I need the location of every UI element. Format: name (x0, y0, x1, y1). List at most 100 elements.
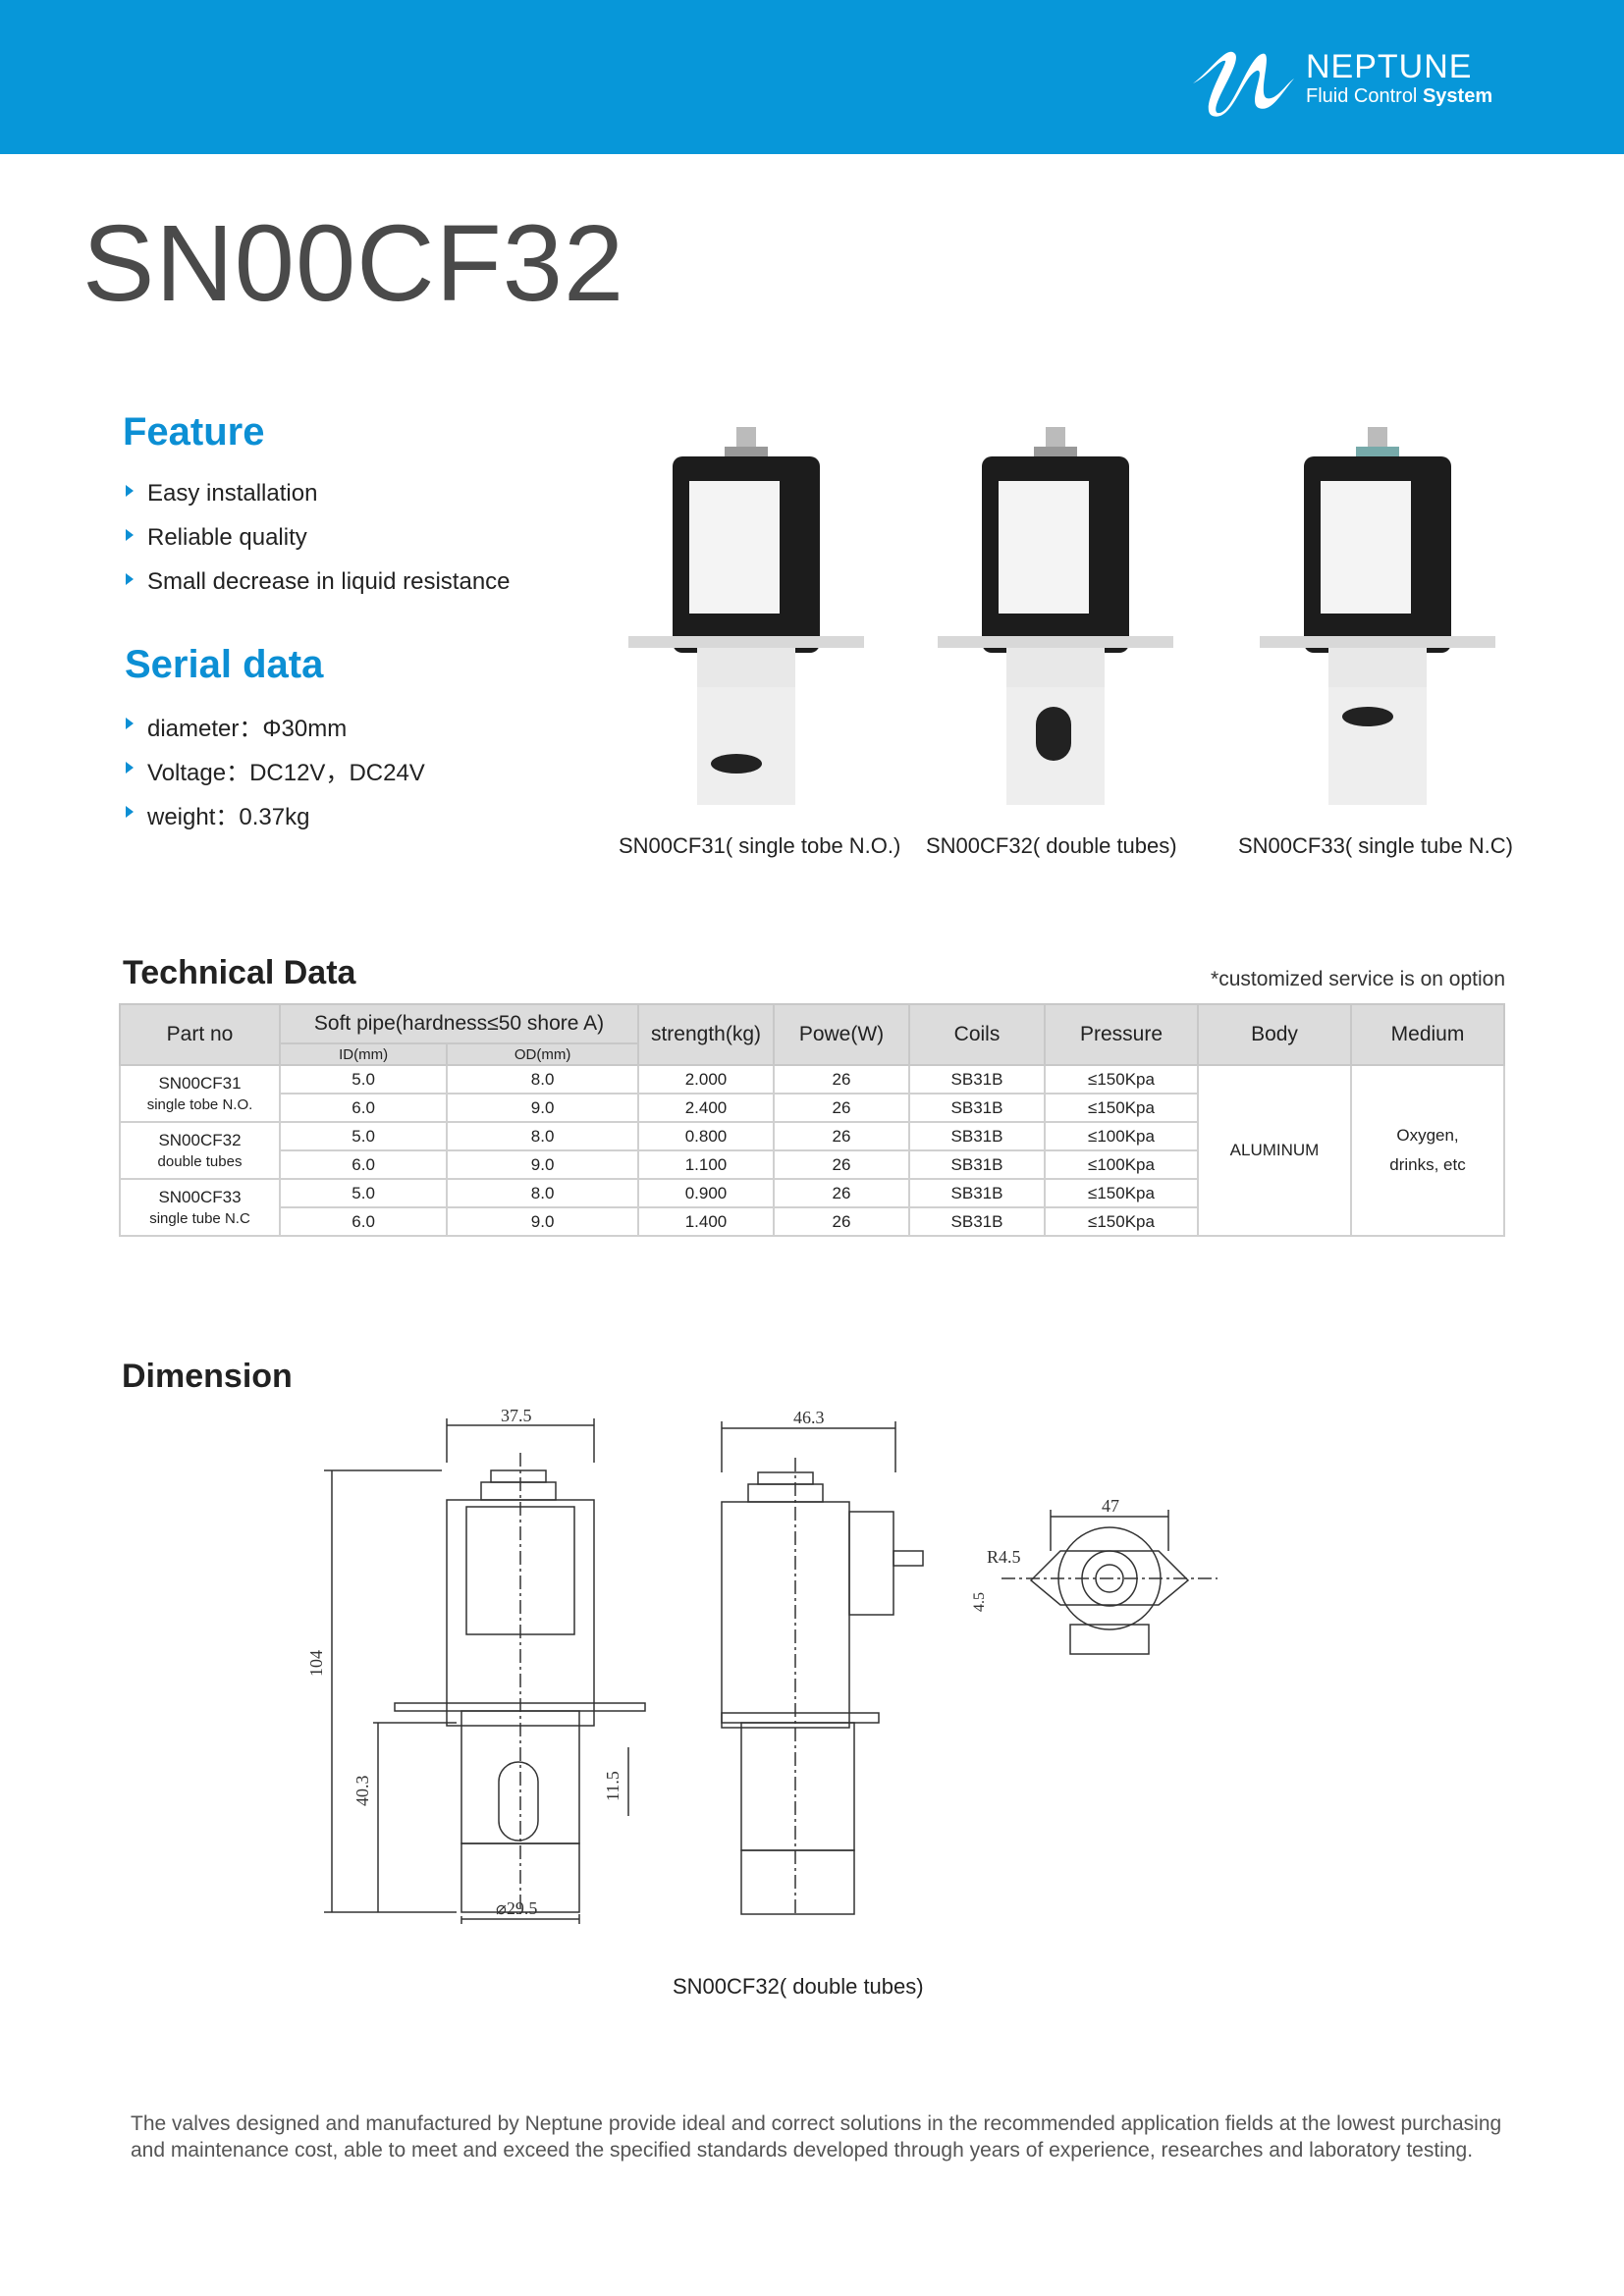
col-od: OD(mm) (446, 1042, 639, 1066)
dim-label: 46.3 (793, 1408, 825, 1427)
coils-cell: SB31B (908, 1178, 1046, 1208)
part-no: SN00CF33 (158, 1187, 242, 1206)
dimension-caption: SN00CF32( double tubes) (673, 1974, 924, 1999)
strength-cell: 2.000 (637, 1064, 775, 1095)
col-strength: strength(kg) (637, 1003, 775, 1066)
coils-cell: SB31B (908, 1206, 1046, 1237)
front-view: 37.5 104 40.3 11.5 ⌀29.5 (306, 1406, 646, 1924)
page-title: SN00CF32 (82, 203, 625, 324)
pressure-cell: ≤150Kpa (1044, 1064, 1199, 1095)
od-cell: 8.0 (446, 1121, 639, 1151)
pressure-cell: ≤100Kpa (1044, 1121, 1199, 1151)
strength-cell: 1.100 (637, 1149, 775, 1180)
strength-cell: 2.400 (637, 1093, 775, 1123)
od-cell: 8.0 (446, 1064, 639, 1095)
strength-cell: 0.900 (637, 1178, 775, 1208)
od-cell: 9.0 (446, 1093, 639, 1123)
dim-label: 47 (1102, 1496, 1119, 1516)
footer-text: The valves designed and manufactured by … (131, 2112, 1502, 2162)
product-caption: SN00CF32( double tubes) (926, 833, 1177, 858)
body-cell: ALUMINUM (1197, 1064, 1352, 1237)
feature-item: Easy installation (126, 471, 511, 515)
dim-label: 37.5 (501, 1406, 532, 1425)
dimension-heading: Dimension (122, 1358, 293, 1395)
product-image-sn00cf33 (1260, 427, 1495, 805)
dim-label: 11.5 (603, 1771, 623, 1801)
brand-tagline: Fluid Control (1306, 85, 1418, 107)
power-cell: 26 (773, 1093, 910, 1123)
serial-list: diameter：Φ30mm Voltage：DC12V，DC24V weigh… (126, 704, 425, 836)
part-no: SN00CF31 (158, 1073, 242, 1093)
part-cell: SN00CF31 single tobe N.O. (119, 1064, 281, 1123)
product-image-sn00cf32 (938, 427, 1173, 805)
serial-item: diameter：Φ30mm (126, 704, 425, 748)
pressure-cell: ≤150Kpa (1044, 1093, 1199, 1123)
id-cell: 5.0 (278, 1121, 449, 1151)
od-cell: 8.0 (446, 1178, 639, 1208)
od-cell: 9.0 (446, 1206, 639, 1237)
strength-cell: 0.800 (637, 1121, 775, 1151)
dim-label: R4.5 (987, 1547, 1021, 1567)
dim-label: 104 (306, 1650, 326, 1677)
col-coils: Coils (908, 1003, 1046, 1066)
brand-tagline-bold: System (1422, 85, 1493, 107)
coils-cell: SB31B (908, 1149, 1046, 1180)
part-cell: SN00CF33 single tube N.C (119, 1178, 281, 1237)
pressure-cell: ≤100Kpa (1044, 1149, 1199, 1180)
medium-line: drinks, etc (1389, 1155, 1466, 1174)
power-cell: 26 (773, 1149, 910, 1180)
od-cell: 9.0 (446, 1149, 639, 1180)
id-cell: 6.0 (278, 1093, 449, 1123)
neptune-wave-icon (1193, 51, 1294, 117)
power-cell: 26 (773, 1178, 910, 1208)
col-pressure: Pressure (1044, 1003, 1199, 1066)
technical-data-table: Part no Soft pipe(hardness≤50 shore A) s… (119, 1003, 1505, 1237)
side-view: 46.3 (721, 1408, 924, 1915)
pressure-cell: ≤150Kpa (1044, 1206, 1199, 1237)
customized-note: *customized service is on option (1211, 968, 1505, 990)
col-part: Part no (119, 1003, 281, 1066)
feature-item: Reliable quality (126, 515, 511, 560)
strength-cell: 1.400 (637, 1206, 775, 1237)
part-desc: single tube N.C (149, 1209, 250, 1227)
feature-heading: Feature (123, 410, 265, 454)
col-medium: Medium (1350, 1003, 1505, 1066)
top-view: 47 R4.5 4.5 (971, 1496, 1218, 1655)
id-cell: 6.0 (278, 1206, 449, 1237)
medium-cell: Oxygen, drinks, etc (1350, 1064, 1505, 1237)
coils-cell: SB31B (908, 1064, 1046, 1095)
power-cell: 26 (773, 1206, 910, 1237)
part-no: SN00CF32 (158, 1130, 242, 1149)
dim-label: 40.3 (352, 1776, 372, 1807)
id-cell: 5.0 (278, 1064, 449, 1095)
pressure-cell: ≤150Kpa (1044, 1178, 1199, 1208)
id-cell: 5.0 (278, 1178, 449, 1208)
serial-heading: Serial data (125, 643, 324, 686)
serial-item: Voltage：DC12V，DC24V (126, 748, 425, 792)
coils-cell: SB31B (908, 1121, 1046, 1151)
header-banner: NEPTUNE Fluid Control System (0, 0, 1624, 154)
brand-name: NEPTUNE (1306, 48, 1473, 85)
col-body: Body (1197, 1003, 1352, 1066)
technical-heading: Technical Data (123, 954, 356, 991)
power-cell: 26 (773, 1121, 910, 1151)
product-caption: SN00CF33( single tube N.C) (1238, 833, 1514, 858)
dim-label: ⌀29.5 (496, 1898, 537, 1918)
part-desc: single tobe N.O. (146, 1095, 253, 1113)
product-caption: SN00CF31( single tobe N.O.) (619, 833, 901, 858)
col-power: Powe(W) (773, 1003, 910, 1066)
feature-list: Easy installation Reliable quality Small… (126, 471, 511, 604)
medium-line: Oxygen, (1396, 1126, 1459, 1145)
dim-label: 4.5 (971, 1592, 988, 1612)
brand-logo: NEPTUNE Fluid Control System (1188, 39, 1492, 118)
id-cell: 6.0 (278, 1149, 449, 1180)
col-pipe: Soft pipe(hardness≤50 shore A) (279, 1003, 639, 1044)
coils-cell: SB31B (908, 1093, 1046, 1123)
feature-item: Small decrease in liquid resistance (126, 560, 511, 604)
col-id: ID(mm) (278, 1042, 449, 1066)
